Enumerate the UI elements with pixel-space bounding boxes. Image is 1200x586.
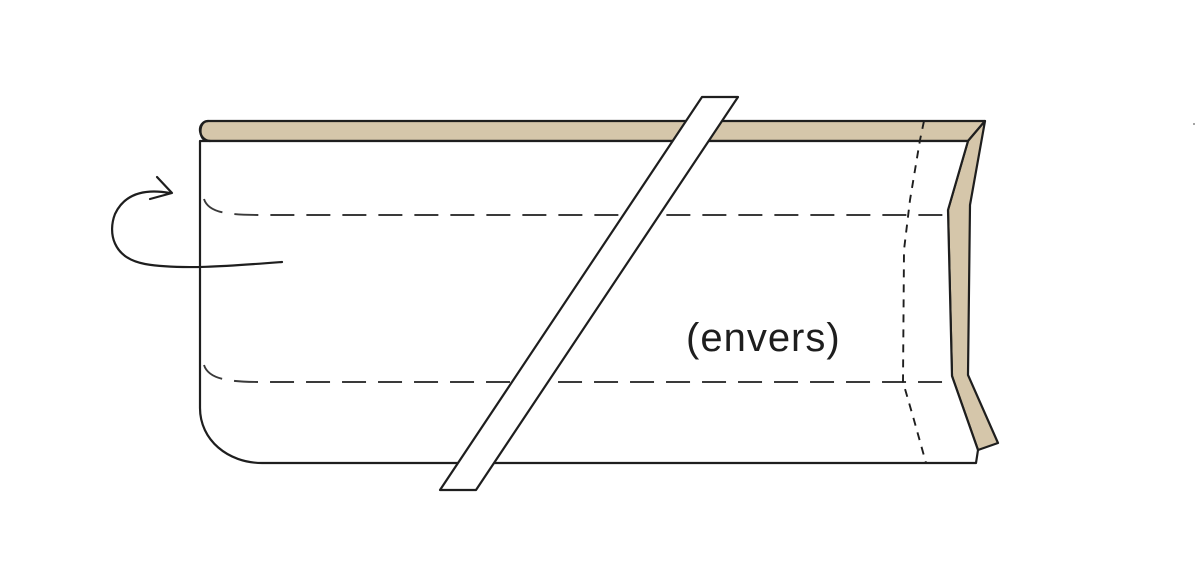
stray-mark xyxy=(1193,123,1195,125)
upper-fold-line xyxy=(203,198,948,216)
right-seam-line xyxy=(902,120,927,464)
rotation-arrow-head xyxy=(148,175,174,201)
fabric-top-edge-reverse xyxy=(199,119,987,143)
lower-fold-line xyxy=(203,364,950,383)
rolled-edge-curl xyxy=(198,119,212,143)
diagonal-break-band xyxy=(438,95,740,492)
side-label: (envers) xyxy=(686,316,841,360)
rotation-arrow-curve xyxy=(111,190,284,269)
